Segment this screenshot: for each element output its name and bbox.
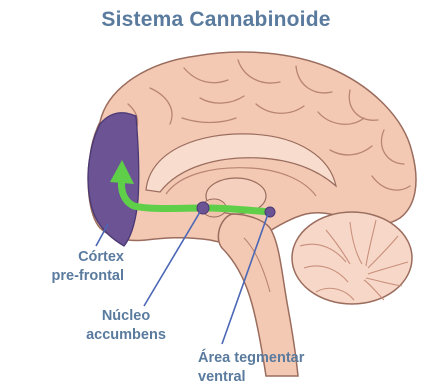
label-prefrontal-cortex: Córtex pre-frontal [6, 248, 124, 286]
label-ventral-tegmental-area: Área tegmentar ventral [198, 349, 338, 387]
vta-node [265, 207, 275, 217]
cerebellum [292, 212, 412, 304]
label-nucleus-accumbens: Núcleo accumbens [84, 307, 168, 345]
nucleus-accumbens-node [197, 202, 209, 214]
